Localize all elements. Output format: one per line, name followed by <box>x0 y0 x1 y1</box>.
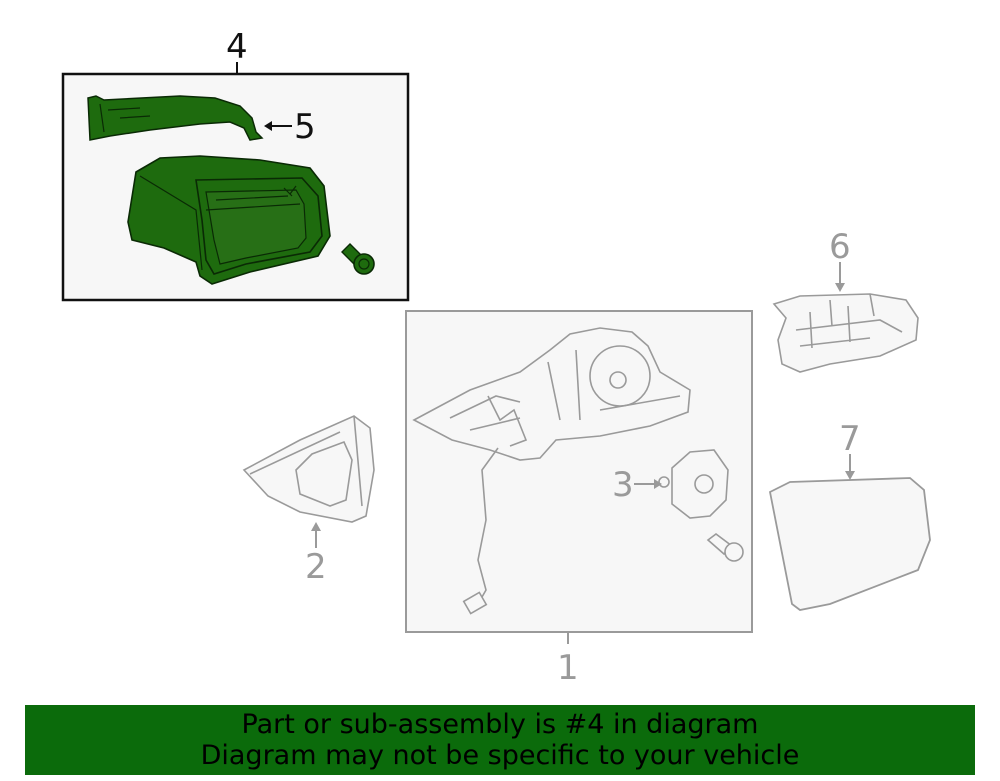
trim-strip-icon[interactable] <box>87 95 264 141</box>
callout-3[interactable]: 3 <box>612 465 634 505</box>
banner-line-2: Diagram may not be specific to your vehi… <box>200 740 800 771</box>
mirror-glass-icon[interactable] <box>768 477 931 611</box>
callout-6[interactable]: 6 <box>829 227 851 267</box>
info-banner-bg <box>25 705 975 775</box>
mirror-assembly-icon[interactable] <box>412 327 691 615</box>
part-3-plate-icon[interactable] <box>658 449 729 519</box>
callout-7[interactable]: 7 <box>839 419 861 459</box>
screw-icon[interactable] <box>341 243 375 275</box>
callout-5[interactable]: 5 <box>294 107 316 147</box>
part-6-cover-icon[interactable] <box>772 293 919 373</box>
subassembly-4-group[interactable]: 4 5 <box>61 27 410 302</box>
callout-4[interactable]: 4 <box>226 27 248 67</box>
callout-2[interactable]: 2 <box>305 547 327 587</box>
info-banner: Part or sub-assembly is #4 in diagram Di… <box>25 705 975 775</box>
mirror-cover-icon[interactable] <box>127 155 331 285</box>
screw-icon[interactable] <box>706 533 744 562</box>
callout-1[interactable]: 1 <box>557 648 579 688</box>
banner-line-1: Part or sub-assembly is #4 in diagram <box>241 709 759 740</box>
part-2-bracket-icon[interactable] <box>242 415 375 523</box>
